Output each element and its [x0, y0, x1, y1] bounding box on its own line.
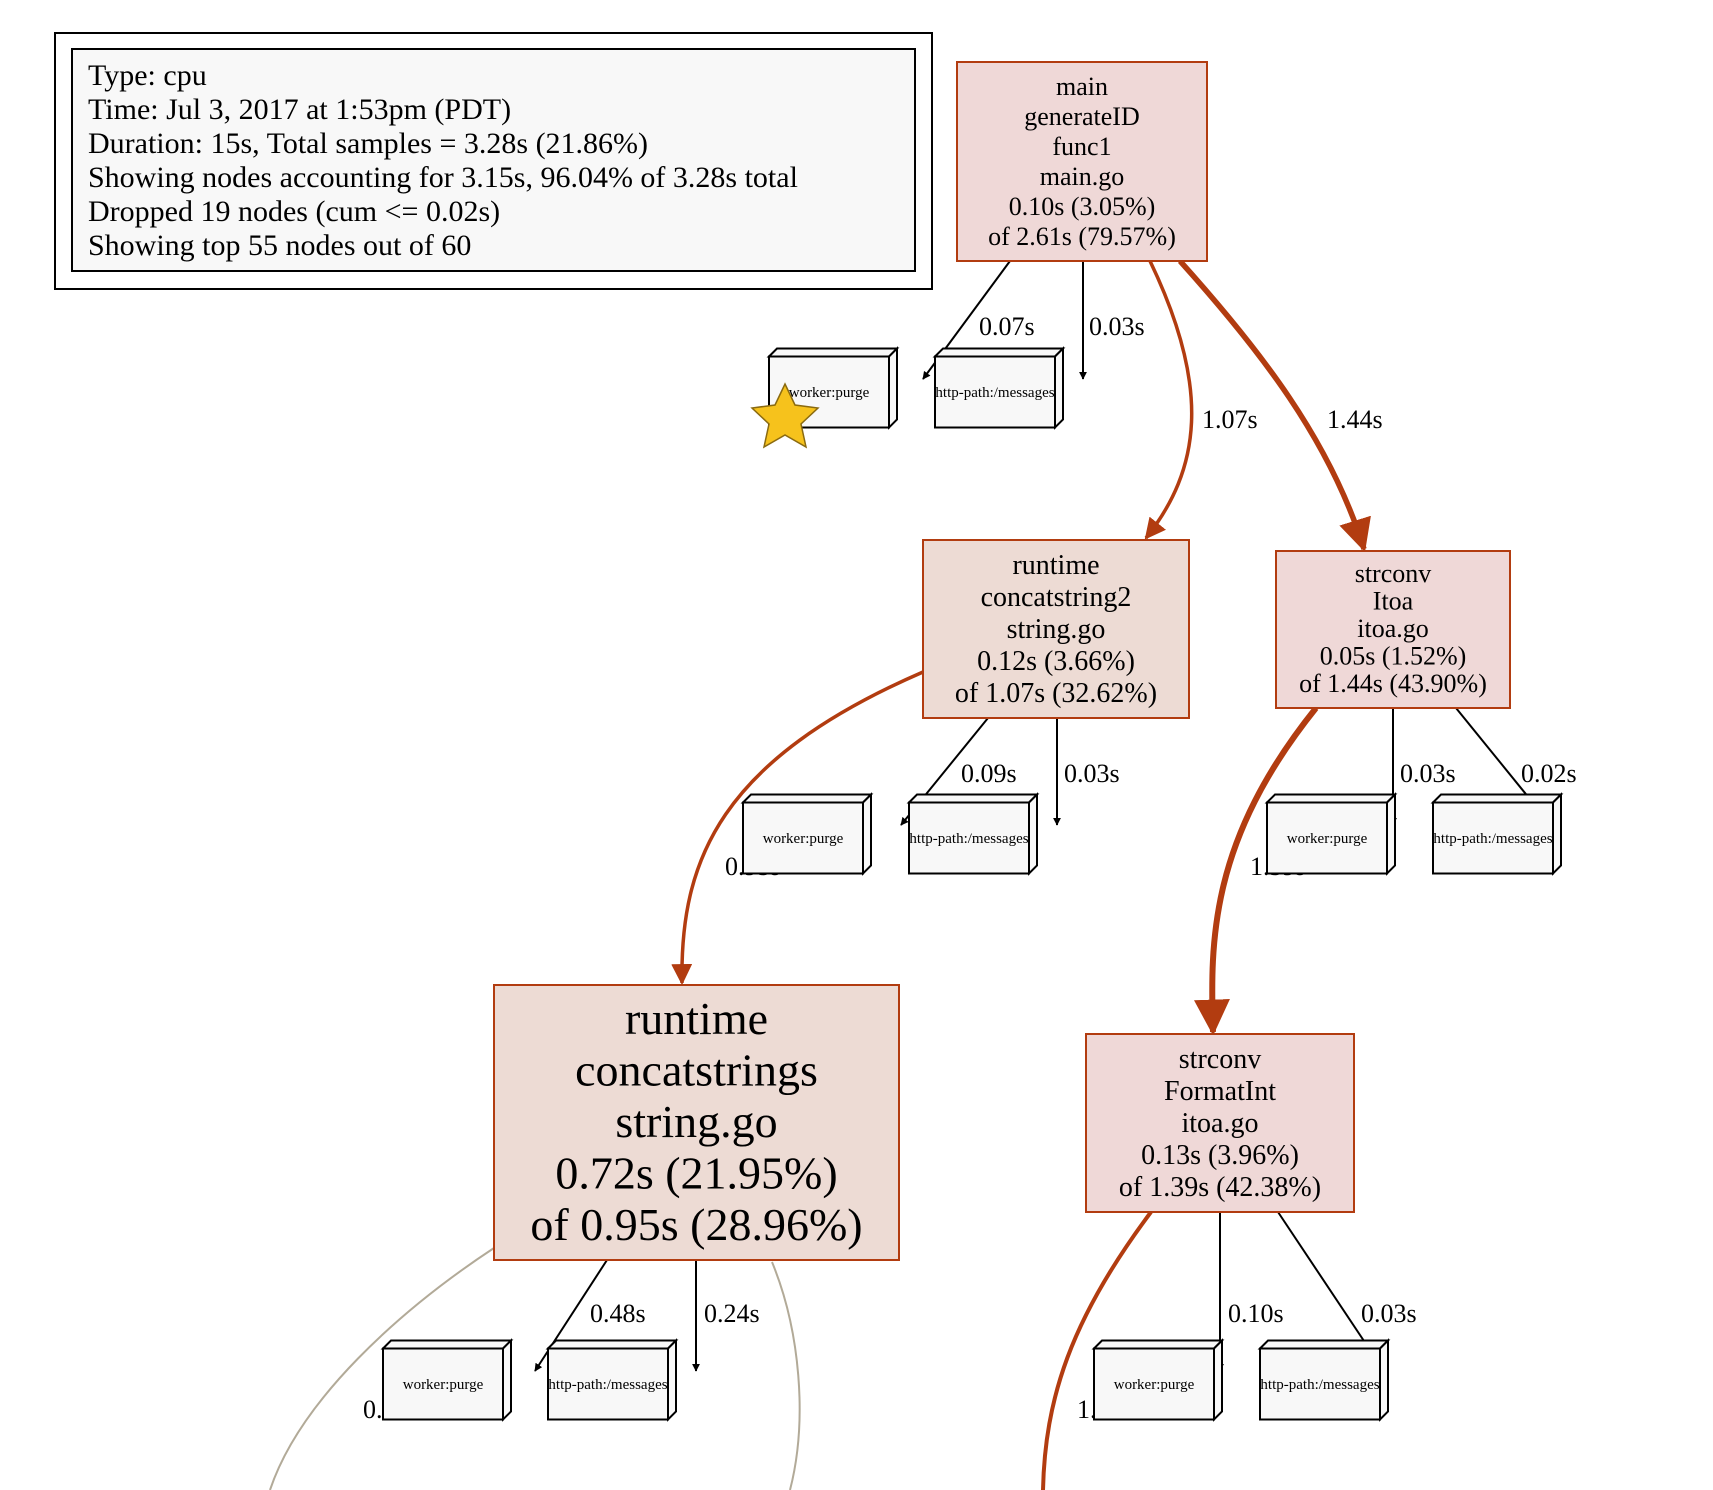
- node-line: func1: [1052, 132, 1111, 161]
- node-line: itoa.go: [1182, 1108, 1259, 1139]
- tag-label: worker:purge: [403, 1377, 484, 1393]
- node-line: strconv: [1355, 559, 1432, 588]
- tag-label: worker:purge: [1287, 831, 1368, 847]
- node-line: string.go: [615, 1096, 777, 1147]
- tag-label: worker:purge: [1114, 1377, 1195, 1393]
- tag-box: http-path:/messages: [906, 792, 1040, 876]
- node-line: of 1.44s (43.90%): [1299, 669, 1487, 698]
- node-line: 0.05s (1.52%): [1320, 642, 1467, 671]
- tag-box: worker:purge: [380, 1338, 514, 1422]
- tag-label: http-path:/messages: [909, 831, 1028, 847]
- star-icon: [750, 382, 820, 449]
- edge-path-e7: [671, 670, 924, 986]
- node-line: concatstrings: [575, 1044, 818, 1095]
- node-line: of 2.61s (79.57%): [988, 222, 1176, 251]
- edge-label: 0.03s: [1400, 759, 1456, 788]
- tag-box: http-path:/messages: [932, 346, 1066, 430]
- edge-label: 0.02s: [1521, 759, 1577, 788]
- node-line: generateID: [1024, 102, 1139, 131]
- tag-box: http-path:/messages: [1257, 1338, 1391, 1422]
- node-line: of 1.39s (42.38%): [1119, 1172, 1321, 1203]
- node-line: 0.13s (3.96%): [1141, 1140, 1299, 1171]
- node-line: runtime: [625, 993, 768, 1044]
- info-time: Time: Jul 3, 2017 at 1:53pm (PDT): [88, 93, 511, 126]
- info-dropped-nodes: Dropped 19 nodes (cum <= 0.02s): [88, 195, 500, 228]
- edge-path-e3: [1144, 260, 1194, 540]
- edge-label: 0.07s: [979, 312, 1035, 341]
- info-top-nodes: Showing top 55 nodes out of 60: [88, 229, 471, 262]
- node-line: 0.10s (3.05%): [1009, 192, 1156, 221]
- info-duration: Duration: 15s, Total samples = 3.28s (21…: [88, 127, 648, 160]
- node-line: 0.72s (21.95%): [555, 1147, 837, 1198]
- profile-info-box: Type: cpu Time: Jul 3, 2017 at 1:53pm (P…: [54, 32, 933, 290]
- edge-path-concatstrings-offscreen: [771, 1261, 801, 1490]
- edge-label: 0.03s: [1089, 312, 1145, 341]
- tag-box: worker:purge: [1264, 792, 1398, 876]
- node-line: of 1.07s (32.62%): [955, 678, 1157, 709]
- node-line: main.go: [1040, 162, 1125, 191]
- node-line: string.go: [1007, 614, 1106, 645]
- node-line: main: [1056, 72, 1108, 101]
- node-line: of 0.95s (28.96%): [530, 1199, 862, 1250]
- edge-path-e13: [269, 1247, 495, 1490]
- tag-label: http-path:/messages: [548, 1377, 667, 1393]
- edge-label: 0.48s: [590, 1299, 646, 1328]
- node-line: Itoa: [1373, 587, 1414, 616]
- node-line: itoa.go: [1357, 614, 1429, 643]
- edge-label: 1.44s: [1327, 405, 1383, 434]
- tag-label: http-path:/messages: [935, 385, 1054, 401]
- node-line: concatstring2: [981, 582, 1132, 613]
- tag-label: worker:purge: [789, 385, 870, 401]
- tags-layer: worker:purge http-path:/messages worker:pu…: [380, 346, 1564, 1422]
- edge-path-e10: [1193, 706, 1319, 1036]
- edge-label: 0.24s: [704, 1299, 760, 1328]
- tag-label: worker:purge: [763, 831, 844, 847]
- tag-box: worker:purge: [1091, 1338, 1225, 1422]
- edges-layer: [269, 259, 1552, 1490]
- node-line: FormatInt: [1164, 1076, 1276, 1107]
- edge-label: 0.03s: [1361, 1299, 1417, 1328]
- edge-label: 0.10s: [1228, 1299, 1284, 1328]
- edge-label: 0.09s: [961, 759, 1017, 788]
- edge-label: 1.07s: [1202, 405, 1258, 434]
- tag-label: http-path:/messages: [1433, 831, 1552, 847]
- node-line: strconv: [1179, 1044, 1261, 1075]
- node-line: runtime: [1012, 550, 1099, 581]
- edge-path-e4: [1177, 259, 1371, 553]
- tag-box: http-path:/messages: [545, 1338, 679, 1422]
- edge-label: 0.03s: [1064, 759, 1120, 788]
- tag-box: worker:purge: [740, 792, 874, 876]
- tag-box: http-path:/messages: [1430, 792, 1564, 876]
- edge-path-e16: [1041, 1210, 1153, 1490]
- info-type: Type: cpu: [88, 59, 207, 92]
- info-showing-nodes: Showing nodes accounting for 3.15s, 96.0…: [88, 161, 798, 194]
- node-line: 0.12s (3.66%): [977, 646, 1135, 677]
- tag-label: http-path:/messages: [1260, 1377, 1379, 1393]
